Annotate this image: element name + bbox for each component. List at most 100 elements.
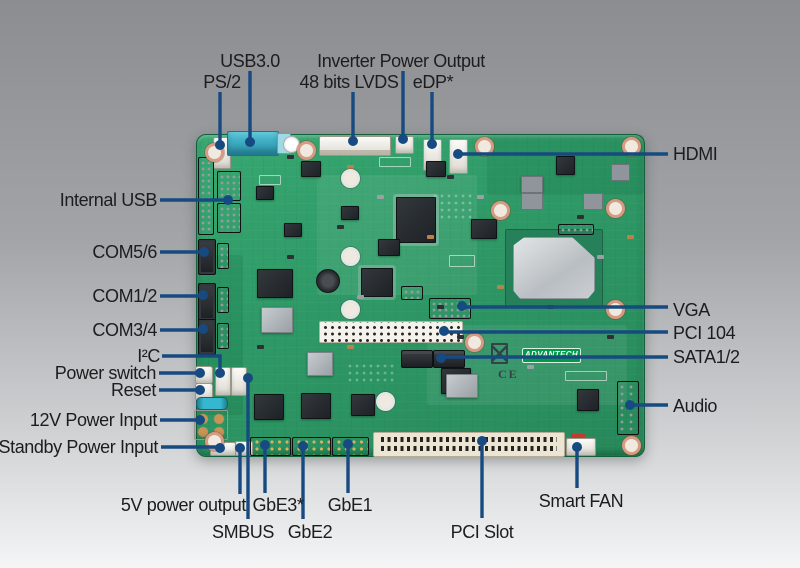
callout-gbe3: GbE3* (252, 495, 304, 515)
mounting-hole (465, 333, 484, 352)
callout-inverter: Inverter Power Output (317, 51, 485, 71)
callout-power-switch: Power switch (54, 363, 157, 383)
leader-dot-hdmi (453, 149, 463, 159)
chip (556, 156, 575, 175)
internal-usb-header (217, 203, 241, 233)
callout-pci104: PCI 104 (673, 323, 736, 343)
cpu-heatspreader (513, 237, 595, 299)
chip (301, 393, 331, 419)
leader-dot-usb3 (245, 137, 255, 147)
leader-dot-inverter (398, 134, 408, 144)
mounting-hole (341, 300, 360, 319)
pci104-connector (319, 321, 463, 343)
callout-12v: 12V Power Input (29, 410, 157, 430)
mounting-hole (622, 436, 641, 455)
callout-lvds: 48 bits LVDS (299, 72, 399, 92)
chip (301, 161, 321, 177)
leader-dot-com34 (198, 324, 208, 334)
callout-internal-usb: Internal USB (59, 190, 158, 210)
ce-mark: CE (498, 367, 519, 381)
chip (284, 223, 302, 237)
leader-dot-lvds (348, 136, 358, 146)
inductor (521, 193, 543, 210)
callout-audio: Audio (673, 396, 718, 416)
mounting-hole (606, 199, 625, 218)
chip (261, 307, 293, 333)
pin-header (401, 286, 423, 300)
chip (361, 268, 393, 297)
leader-dot-com56 (199, 247, 209, 257)
leader-dot-reset (195, 385, 205, 395)
leader-dot-5v (235, 443, 245, 453)
chip (307, 352, 333, 376)
leader-dot-pci104 (439, 326, 449, 336)
leader-dot-gbe3 (260, 440, 270, 450)
callout-smart-fan: Smart FAN (538, 491, 624, 511)
callout-gbe1: GbE1 (327, 495, 373, 515)
leader-dot-power-switch (195, 368, 205, 378)
via-grid (347, 363, 397, 383)
inductor (583, 193, 603, 210)
callout-pci-slot: PCI Slot (450, 522, 514, 542)
leader-dot-gbe1 (343, 439, 353, 449)
pci-slot (373, 432, 565, 457)
mounting-hole (341, 169, 360, 188)
inductor (316, 269, 340, 293)
leader-dot-edp (427, 139, 437, 149)
leader-dot-i2c (215, 368, 225, 378)
leader-dot-ps2 (215, 140, 225, 150)
mounting-hole (297, 141, 316, 160)
callout-com34: COM3/4 (92, 320, 157, 340)
leader-dot-pci-slot (477, 436, 487, 446)
sata-connector (401, 350, 433, 368)
pin-header (217, 243, 229, 269)
leader-dot-internal-usb (223, 195, 233, 205)
chip (577, 389, 599, 411)
internal-usb-header (217, 171, 241, 201)
sim-slot (446, 374, 478, 398)
chip (254, 394, 284, 420)
chip (351, 394, 375, 416)
callout-usb3: USB3.0 (220, 51, 280, 71)
callout-vga: VGA (673, 300, 710, 320)
mounting-hole (491, 201, 510, 220)
callout-edp: eDP* (412, 72, 454, 92)
chip (257, 269, 293, 298)
callout-ps2: PS/2 (203, 72, 241, 92)
pin-header (558, 224, 594, 235)
leader-dot-audio (625, 400, 635, 410)
callout-hdmi: HDMI (673, 144, 718, 164)
chip (256, 186, 274, 200)
callout-com12: COM1/2 (92, 286, 157, 306)
leader-dot-com12 (198, 290, 208, 300)
callout-i2c: I²C (137, 346, 160, 366)
mounting-hole (376, 392, 395, 411)
inductor (611, 164, 630, 181)
chip (426, 161, 446, 177)
pin-header (217, 323, 229, 349)
leader-dot-vga (457, 301, 467, 311)
chip (341, 206, 359, 220)
callout-standby: Standby Power Input (0, 437, 158, 457)
chip (471, 219, 497, 239)
mounting-hole (341, 247, 360, 266)
pci-slot-pins (381, 437, 557, 442)
leader-dot-standby (215, 443, 225, 453)
callout-com56: COM5/6 (92, 242, 157, 262)
leader-dot-smart-fan (572, 442, 582, 452)
pci-slot-pins (381, 446, 557, 451)
callout-sata: SATA1/2 (673, 347, 740, 367)
callout-reset: Reset (110, 380, 156, 400)
gbe3-header (250, 437, 291, 456)
fan-jumper (571, 434, 585, 439)
callout-smbus: SMBUS (211, 522, 275, 542)
leader-dot-smbus (243, 373, 253, 383)
chip (378, 239, 400, 256)
leader-i2c (162, 354, 222, 372)
leader-dot-sata (436, 353, 446, 363)
callout-5v: 5V power output (120, 495, 246, 515)
mounting-hole (606, 300, 625, 319)
pin-header (217, 287, 229, 313)
